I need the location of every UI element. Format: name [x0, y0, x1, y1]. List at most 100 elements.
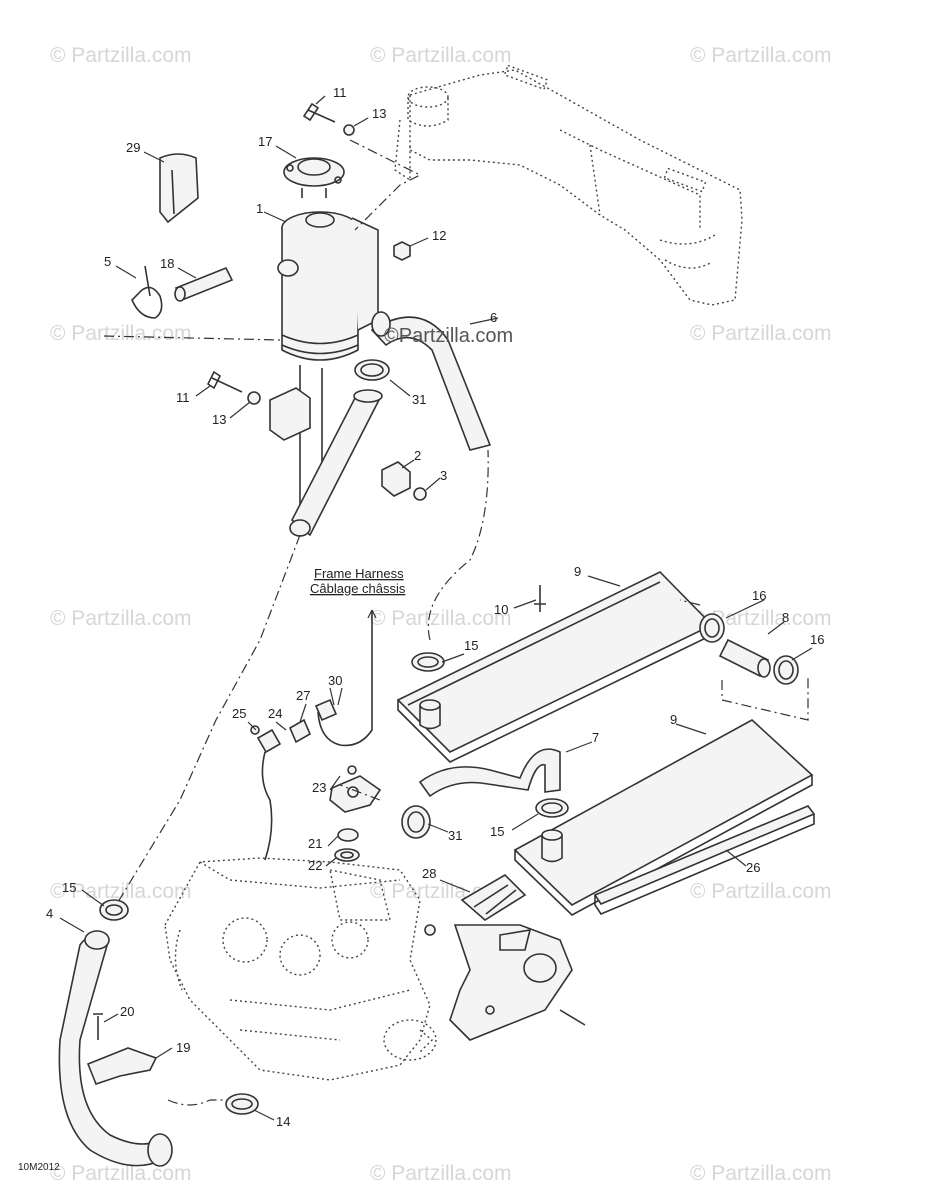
nut-12 [393, 241, 411, 261]
sensor-wire [261, 751, 273, 861]
callout-23: 23 [312, 780, 326, 795]
pressure-cap [283, 157, 345, 198]
callout-15: 15 [62, 880, 76, 895]
washer-lower [247, 391, 261, 405]
engine-assembly [164, 857, 437, 1081]
watermark: © Partzilla.com [50, 880, 192, 903]
overflow-hose [174, 266, 234, 302]
bolt-upper [302, 102, 336, 123]
hose-6 [370, 311, 492, 451]
wire-harness-30 [314, 610, 373, 747]
watermark-layer: © Partzilla.com © Partzilla.com © Partzi… [50, 44, 832, 1185]
callout-24: 24 [268, 706, 282, 721]
diagram-code: 10M2012 [18, 1162, 60, 1173]
clamp-15-middle [535, 798, 569, 818]
hose-7 [418, 748, 561, 798]
watermark: © Partzilla.com [690, 44, 832, 67]
radiator-outline-dashed [721, 678, 809, 721]
outlet-housing [329, 775, 382, 813]
callout-2: 2 [414, 448, 421, 463]
frame-harness-label: Frame Harness [314, 566, 404, 581]
callout-17: 17 [258, 134, 272, 149]
center-watermark: ©Partzilla.com [384, 325, 513, 347]
callout-20: 20 [120, 1004, 134, 1019]
watermark: © Partzilla.com [370, 607, 512, 630]
watermark: © Partzilla.com [50, 322, 192, 345]
clamp-15-lower [99, 899, 129, 921]
callout-11: 11 [176, 390, 190, 405]
callout-28: 28 [422, 866, 436, 881]
thermostat [337, 828, 359, 842]
callout-29: 29 [126, 140, 140, 155]
connection-lines [103, 139, 701, 1106]
callout-31: 31 [448, 828, 462, 843]
hose-bracket [86, 1047, 158, 1085]
callout-7: 7 [592, 730, 599, 745]
callout-9: 9 [574, 564, 581, 579]
callout-22: 22 [308, 858, 322, 873]
callout-18: 18 [160, 256, 174, 271]
callout-14: 14 [276, 1114, 290, 1129]
frame-harness-note: Frame Harness Câblage châssis [310, 566, 406, 596]
frame-harness-label-fr: Câblage châssis [310, 581, 406, 596]
watermark: © Partzilla.com [50, 1162, 192, 1185]
callout-4: 4 [46, 906, 53, 921]
watermark: © Partzilla.com [370, 44, 512, 67]
callout-1: 1 [256, 201, 263, 216]
rubber-strip [593, 805, 816, 915]
hose-4 [58, 930, 173, 1167]
bracket-screw [93, 1013, 103, 1040]
washer-upper [343, 124, 355, 136]
watermark: © Partzilla.com [50, 607, 192, 630]
callout-19: 19 [176, 1040, 190, 1055]
callout-26: 26 [746, 860, 760, 875]
radiator-lower [513, 719, 814, 916]
tank-outlet-pipe [289, 389, 383, 537]
callout-15: 15 [490, 824, 504, 839]
callout-13: 13 [212, 412, 226, 427]
callout-30: 30 [328, 673, 342, 688]
callout-12: 12 [432, 228, 446, 243]
callout-16: 16 [752, 588, 766, 603]
clamp-15-upper [411, 652, 445, 672]
radiator-inlet-upper [419, 699, 441, 730]
manifold-nut [424, 924, 436, 936]
heat-shield [159, 153, 199, 224]
temperature-sensor [250, 725, 282, 754]
callout-31: 31 [412, 392, 426, 407]
radiator-inlet-lower [541, 829, 563, 863]
watermark: © Partzilla.com [690, 880, 832, 903]
watermark: © Partzilla.com [690, 607, 832, 630]
callout-3: 3 [440, 468, 447, 483]
screw-23 [347, 765, 357, 775]
watermark: © Partzilla.com [690, 1162, 832, 1185]
harness-leader-arrow [367, 609, 377, 619]
clamp-31-upper [354, 359, 390, 381]
bolt-lower [206, 370, 243, 393]
coolant-tank [277, 211, 379, 505]
callout-9: 9 [670, 712, 677, 727]
manifold-flange [449, 924, 586, 1041]
callout-labels: 11 13 17 29 1 12 5 18 6 11 13 31 2 3 9 1… [46, 85, 824, 1129]
clamp-16-lower [773, 655, 799, 685]
frame-tank-outline [394, 64, 743, 306]
watermark: © Partzilla.com [370, 1162, 512, 1185]
hose-8 [718, 638, 771, 678]
cable-tie [131, 265, 163, 319]
callout-6: 6 [490, 310, 497, 325]
sensor-connector [288, 718, 312, 744]
watermark: © Partzilla.com [690, 322, 832, 345]
exhaust-manifold-heat-sink [460, 873, 527, 921]
callout-5: 5 [104, 254, 111, 269]
leader-lines [59, 95, 813, 1121]
clamp-31-lower [401, 805, 431, 839]
clamp-14 [225, 1093, 259, 1115]
mounting-bracket [269, 387, 311, 441]
rivet [534, 585, 546, 612]
clip-nut [381, 461, 411, 497]
callout-16: 16 [810, 632, 824, 647]
callout-21: 21 [308, 836, 322, 851]
watermark: © Partzilla.com [50, 44, 192, 67]
